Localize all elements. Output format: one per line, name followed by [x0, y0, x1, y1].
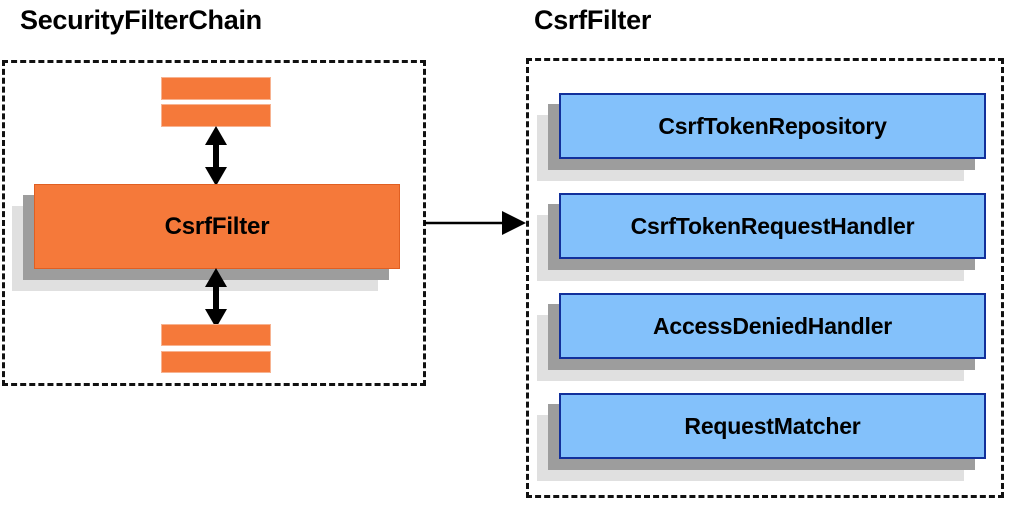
- link-above-csrf-arrow: [205, 126, 227, 186]
- panel-title-security-filter-chain: SecurityFilterChain: [20, 5, 262, 35]
- zoom-in-arrow: [424, 211, 526, 235]
- node-face: CsrfTokenRequestHandler: [559, 193, 986, 259]
- filter-stub-bottom-1: [161, 324, 271, 346]
- filter-stub-top-1: [161, 77, 271, 100]
- csrf-filter-detail-container: [526, 58, 1004, 498]
- node-label: CsrfTokenRepository: [658, 112, 887, 139]
- node-face: RequestMatcher: [559, 393, 986, 459]
- node-csrf-token-request-handler[interactable]: CsrfTokenRequestHandler: [537, 193, 986, 281]
- node-face: CsrfFilter: [34, 184, 400, 269]
- node-csrf-token-repository[interactable]: CsrfTokenRepository: [537, 93, 986, 181]
- node-request-matcher[interactable]: RequestMatcher: [537, 393, 986, 481]
- node-access-denied-handler[interactable]: AccessDeniedHandler: [537, 293, 986, 381]
- filter-stub-bottom-2: [161, 351, 271, 373]
- node-csrf-filter[interactable]: CsrfFilter: [12, 184, 400, 291]
- node-label: RequestMatcher: [684, 412, 861, 439]
- node-face: CsrfTokenRepository: [559, 93, 986, 159]
- link-below-csrf-arrow: [205, 268, 227, 328]
- node-label: AccessDeniedHandler: [652, 312, 893, 339]
- node-face: AccessDeniedHandler: [559, 293, 986, 359]
- panel-title-csrf-filter: CsrfFilter: [534, 5, 652, 35]
- node-label: CsrfFilter: [164, 212, 270, 240]
- filter-stub-top-2: [161, 104, 271, 127]
- node-label: CsrfTokenRequestHandler: [630, 212, 915, 239]
